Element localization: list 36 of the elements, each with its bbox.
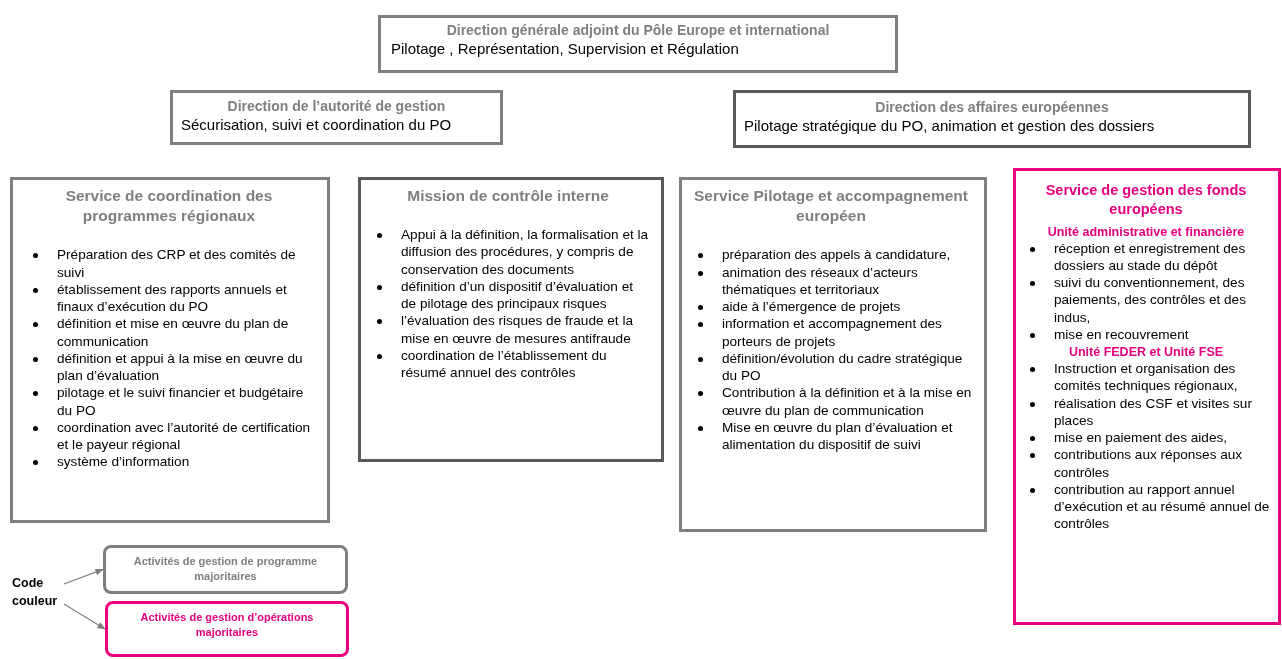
bullet-item: coordination de l’établissement du résumé annuel des contrôles — [401, 346, 651, 382]
bullet-item: Contribution à la définition et à la mise en œuvre du plan de communication — [722, 384, 976, 419]
bullet-item: définition/évolution du cadre stratégique du PO — [722, 349, 976, 385]
org-box — [358, 177, 664, 462]
box-heading: Service de gestion des fonds européens — [1044, 181, 1248, 219]
box-heading: Direction générale adjoint du Pôle Europe et international — [445, 22, 831, 40]
box-heading: Mission de contrôle interne — [406, 186, 610, 206]
legend-box — [103, 545, 348, 594]
box-heading: Direction des affaires européennes — [874, 99, 1110, 117]
unit-heading: Unité FEDER et Unité FSE — [1067, 345, 1225, 360]
org-box — [170, 90, 503, 145]
legend-box — [105, 601, 349, 657]
unit-heading: Unité administrative et financière — [1046, 224, 1246, 239]
bullet-item: mise en paiement des aides, — [1054, 429, 1274, 447]
activity-category: Activités de gestion d’opérations majoritaires — [139, 610, 315, 641]
bullet-item: Mise en œuvre du plan d’évaluation et alimentation du dispositif de suivi — [722, 418, 976, 454]
box-subtitle: Pilotage stratégique du PO, animation et gestion des dossiers — [744, 116, 1156, 136]
box-subtitle: Sécurisation, suivi et coordination du PO — [181, 115, 453, 135]
arrow — [63, 568, 104, 585]
org-box — [10, 177, 330, 523]
bullet-item: préparation des appels à candidature, — [722, 246, 976, 264]
box-heading: Service de coordination des programmes régionaux — [64, 186, 274, 227]
org-box — [378, 15, 898, 73]
bullet-item: aide à l’émergence de projets — [722, 298, 976, 316]
org-box — [733, 90, 1251, 148]
org-box — [679, 177, 987, 532]
box-heading: Service Pilotage et accompagnement européen — [693, 186, 969, 227]
box-heading: Direction de l’autorité de gestion — [226, 98, 447, 116]
box-subtitle: Pilotage , Représentation, Supervision et Régulation — [391, 39, 740, 59]
bullet-item: mise en recouvrement — [1054, 325, 1274, 344]
legend-title: Code couleur — [12, 575, 59, 611]
activity-category: Activités de gestion de programme majoritaires — [132, 554, 319, 585]
bullet-item: contribution au rapport annuel d’exécution et au résumé annuel de contrôles — [1054, 480, 1274, 533]
org-box — [1013, 168, 1281, 625]
arrow — [63, 603, 106, 630]
bullet-item: système d’information — [57, 453, 317, 471]
